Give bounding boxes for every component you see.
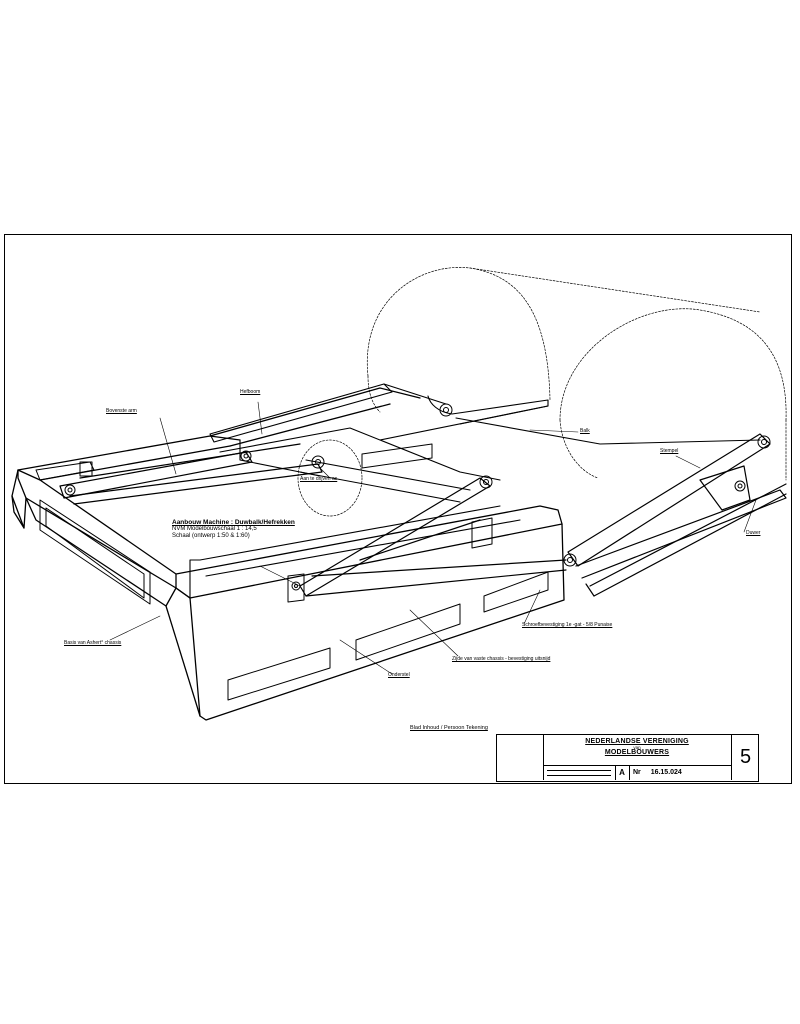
label-stempel: Stempel bbox=[660, 448, 679, 454]
push-arm bbox=[567, 433, 787, 597]
title-block-logo-cell bbox=[497, 735, 544, 780]
label-bovenste-arm: Bovenste arm bbox=[106, 408, 137, 414]
nr-label: Nr bbox=[633, 769, 641, 776]
drawing-note: Aanbouw Machine : Duwbalk/Hefrekken NVM … bbox=[172, 519, 295, 540]
label-duwer: Duwer bbox=[746, 530, 761, 536]
label-aandrijf-as: Aan te drijven as bbox=[300, 476, 338, 482]
top-axle bbox=[209, 383, 761, 445]
sheet-letter: A bbox=[615, 765, 630, 780]
org-name-line1: NEDERLANDSE VERENIGING bbox=[585, 738, 689, 745]
note-title: Aanbouw Machine : Duwbalk/Hefrekken bbox=[172, 519, 295, 526]
chassis-frame bbox=[11, 387, 565, 721]
label-onderstel: Onderstel bbox=[388, 672, 410, 678]
sheet-number: 5 bbox=[731, 735, 759, 780]
label-basis: Basis van Ashert° chassis bbox=[64, 640, 122, 646]
org-name-line2: van bbox=[633, 745, 641, 750]
nr-value: 16.15.024 bbox=[650, 769, 682, 776]
title-block-organization: NEDERLANDSE VERENIGING van MODELBOUWERS bbox=[543, 735, 731, 766]
label-spoelschroef: Schroefbevestiging 1e -gat - 5/8 Punaise bbox=[522, 622, 613, 628]
label-balk: Balk bbox=[580, 428, 590, 434]
note-line-2: Schaal (ontwerp 1:50 & 1:60) bbox=[172, 533, 250, 539]
chassis-windows bbox=[35, 443, 549, 701]
drive-disk bbox=[297, 439, 363, 517]
label-bijgewerkt: Zijde van vaste chassis - bevestiging ui… bbox=[452, 656, 551, 662]
note-line-1: NVM Modelbouwschaal 1 : 14,5 bbox=[172, 526, 257, 532]
title-block: NEDERLANDSE VERENIGING van MODELBOUWERS … bbox=[496, 734, 759, 782]
title-block-row: A Nr 16.15.024 bbox=[543, 765, 731, 780]
label-hefboom: Hefboom bbox=[240, 389, 261, 395]
title-block-fields bbox=[543, 765, 616, 780]
drawing-number-note: Blad Inhoud / Persoon Tekening bbox=[410, 725, 488, 731]
leader-lines bbox=[109, 401, 757, 675]
drawing-number: Nr 16.15.024 bbox=[633, 765, 682, 780]
hay-bale-outline bbox=[366, 267, 787, 481]
org-name-line3: MODELBOUWERS bbox=[604, 749, 670, 756]
drawing-sheet-border bbox=[4, 234, 792, 784]
hitch-plate bbox=[79, 461, 493, 603]
